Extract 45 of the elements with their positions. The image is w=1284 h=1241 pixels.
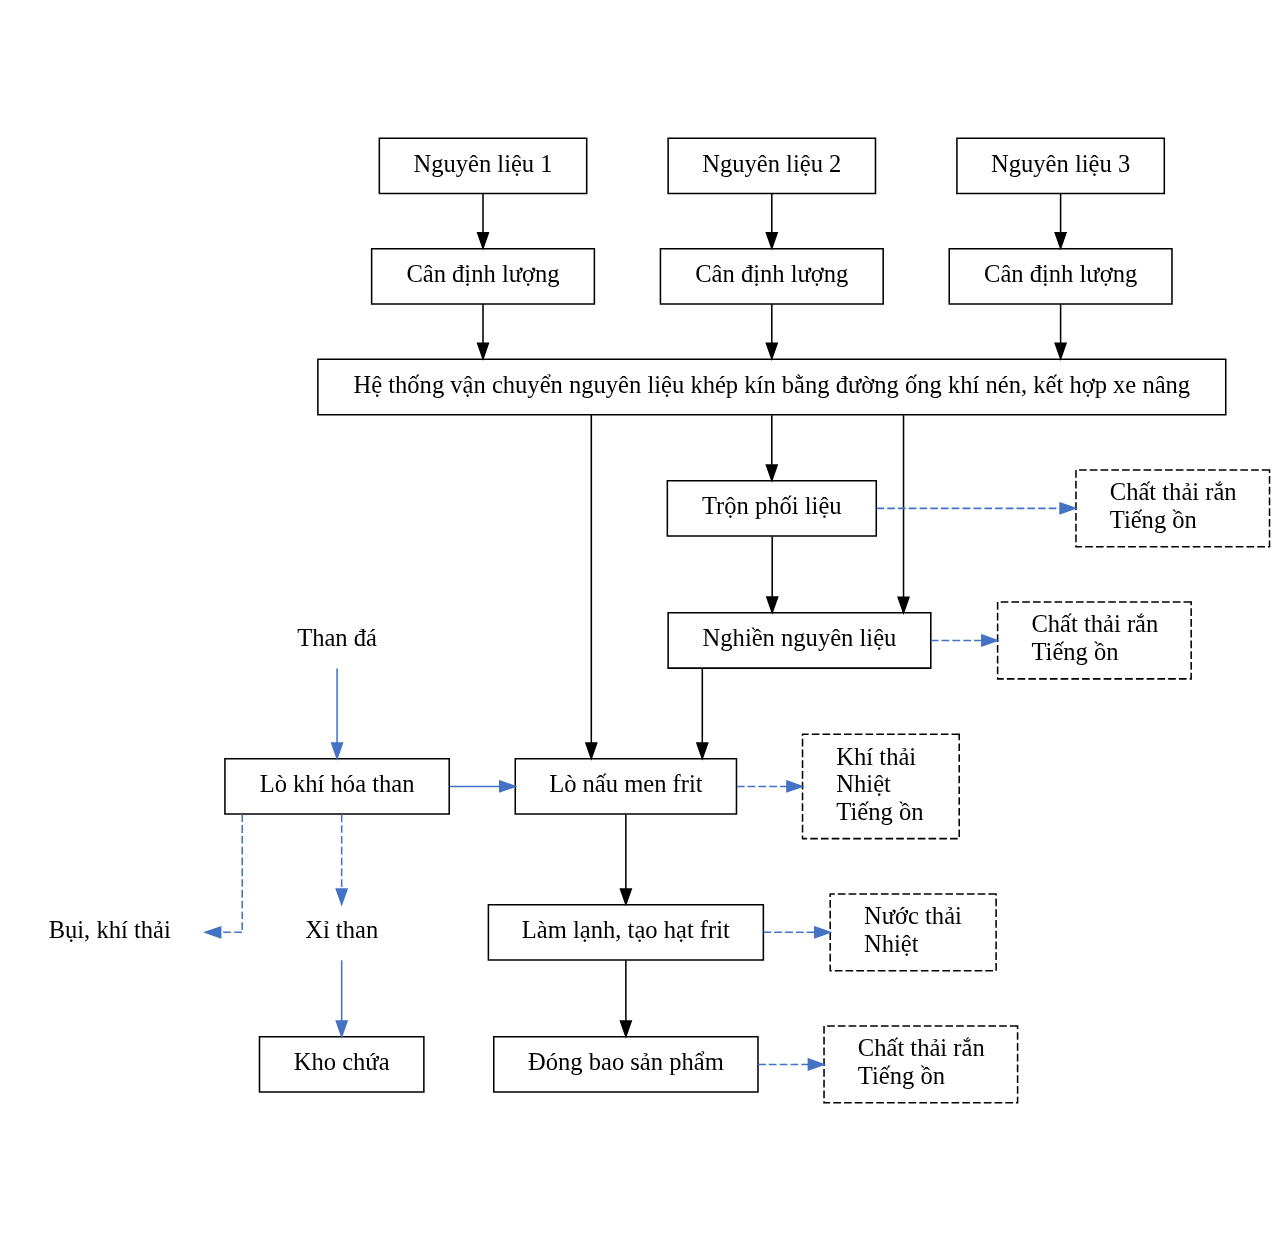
node-box: Hệ thống vận chuyển nguyên liệu khép kín bằng đường ống khí nén, kết hợp xe nâng bbox=[317, 358, 1227, 416]
arrow bbox=[448, 779, 518, 793]
arrow bbox=[330, 667, 344, 761]
node-box: Nguyên liệu 1 bbox=[378, 137, 588, 195]
arrow bbox=[1054, 303, 1068, 362]
arrow bbox=[765, 414, 779, 483]
arrow bbox=[202, 813, 243, 939]
arrow bbox=[736, 779, 805, 793]
arrow bbox=[765, 192, 779, 251]
node-box: Nghiền nguyên liệu bbox=[667, 612, 932, 669]
node-box: Cân định lượng bbox=[948, 248, 1173, 305]
arrow bbox=[930, 634, 1000, 647]
node-box: Chất thải rắn Tiếng ồn bbox=[1075, 469, 1271, 548]
node-box: Kho chứa bbox=[258, 1036, 425, 1093]
arrow bbox=[695, 667, 709, 761]
node-box: Chất thải rắn Tiếng ồn bbox=[823, 1025, 1019, 1104]
arrow bbox=[619, 813, 633, 907]
arrow bbox=[1054, 192, 1068, 251]
arrow bbox=[335, 813, 349, 907]
arrow bbox=[619, 959, 633, 1039]
node-box: Lò nấu men frit bbox=[514, 758, 738, 815]
arrow bbox=[765, 303, 779, 362]
arrow bbox=[897, 414, 910, 615]
node-box: Chất thải rắn Tiếng ồn bbox=[996, 601, 1192, 680]
arrow bbox=[584, 414, 598, 761]
arrow bbox=[757, 1058, 827, 1071]
node-box: Khí thải Nhiệt Tiếng ồn bbox=[801, 733, 960, 840]
node-box: Cân định lượng bbox=[659, 248, 884, 305]
node-text: Than đá bbox=[297, 624, 377, 652]
arrow bbox=[476, 192, 490, 251]
arrow bbox=[875, 501, 1078, 515]
node-box: Nguyên liệu 2 bbox=[667, 137, 877, 195]
node-box: Lò khí hóa than bbox=[224, 758, 450, 815]
node-box: Cân định lượng bbox=[370, 248, 596, 305]
arrow bbox=[335, 959, 349, 1039]
node-text: Xỉ than bbox=[305, 916, 379, 944]
node-box: Nước thải Nhiệt bbox=[829, 893, 997, 972]
arrow bbox=[762, 925, 833, 939]
node-box: Đóng bao sản phẩm bbox=[493, 1036, 759, 1093]
node-box: Nguyên liệu 3 bbox=[956, 137, 1166, 195]
arrow bbox=[476, 303, 490, 362]
node-box: Làm lạnh, tạo hạt frit bbox=[487, 903, 765, 961]
node-box: Trộn phối liệu bbox=[666, 479, 878, 537]
arrow bbox=[765, 535, 779, 615]
node-text: Bụi, khí thải bbox=[48, 916, 171, 944]
